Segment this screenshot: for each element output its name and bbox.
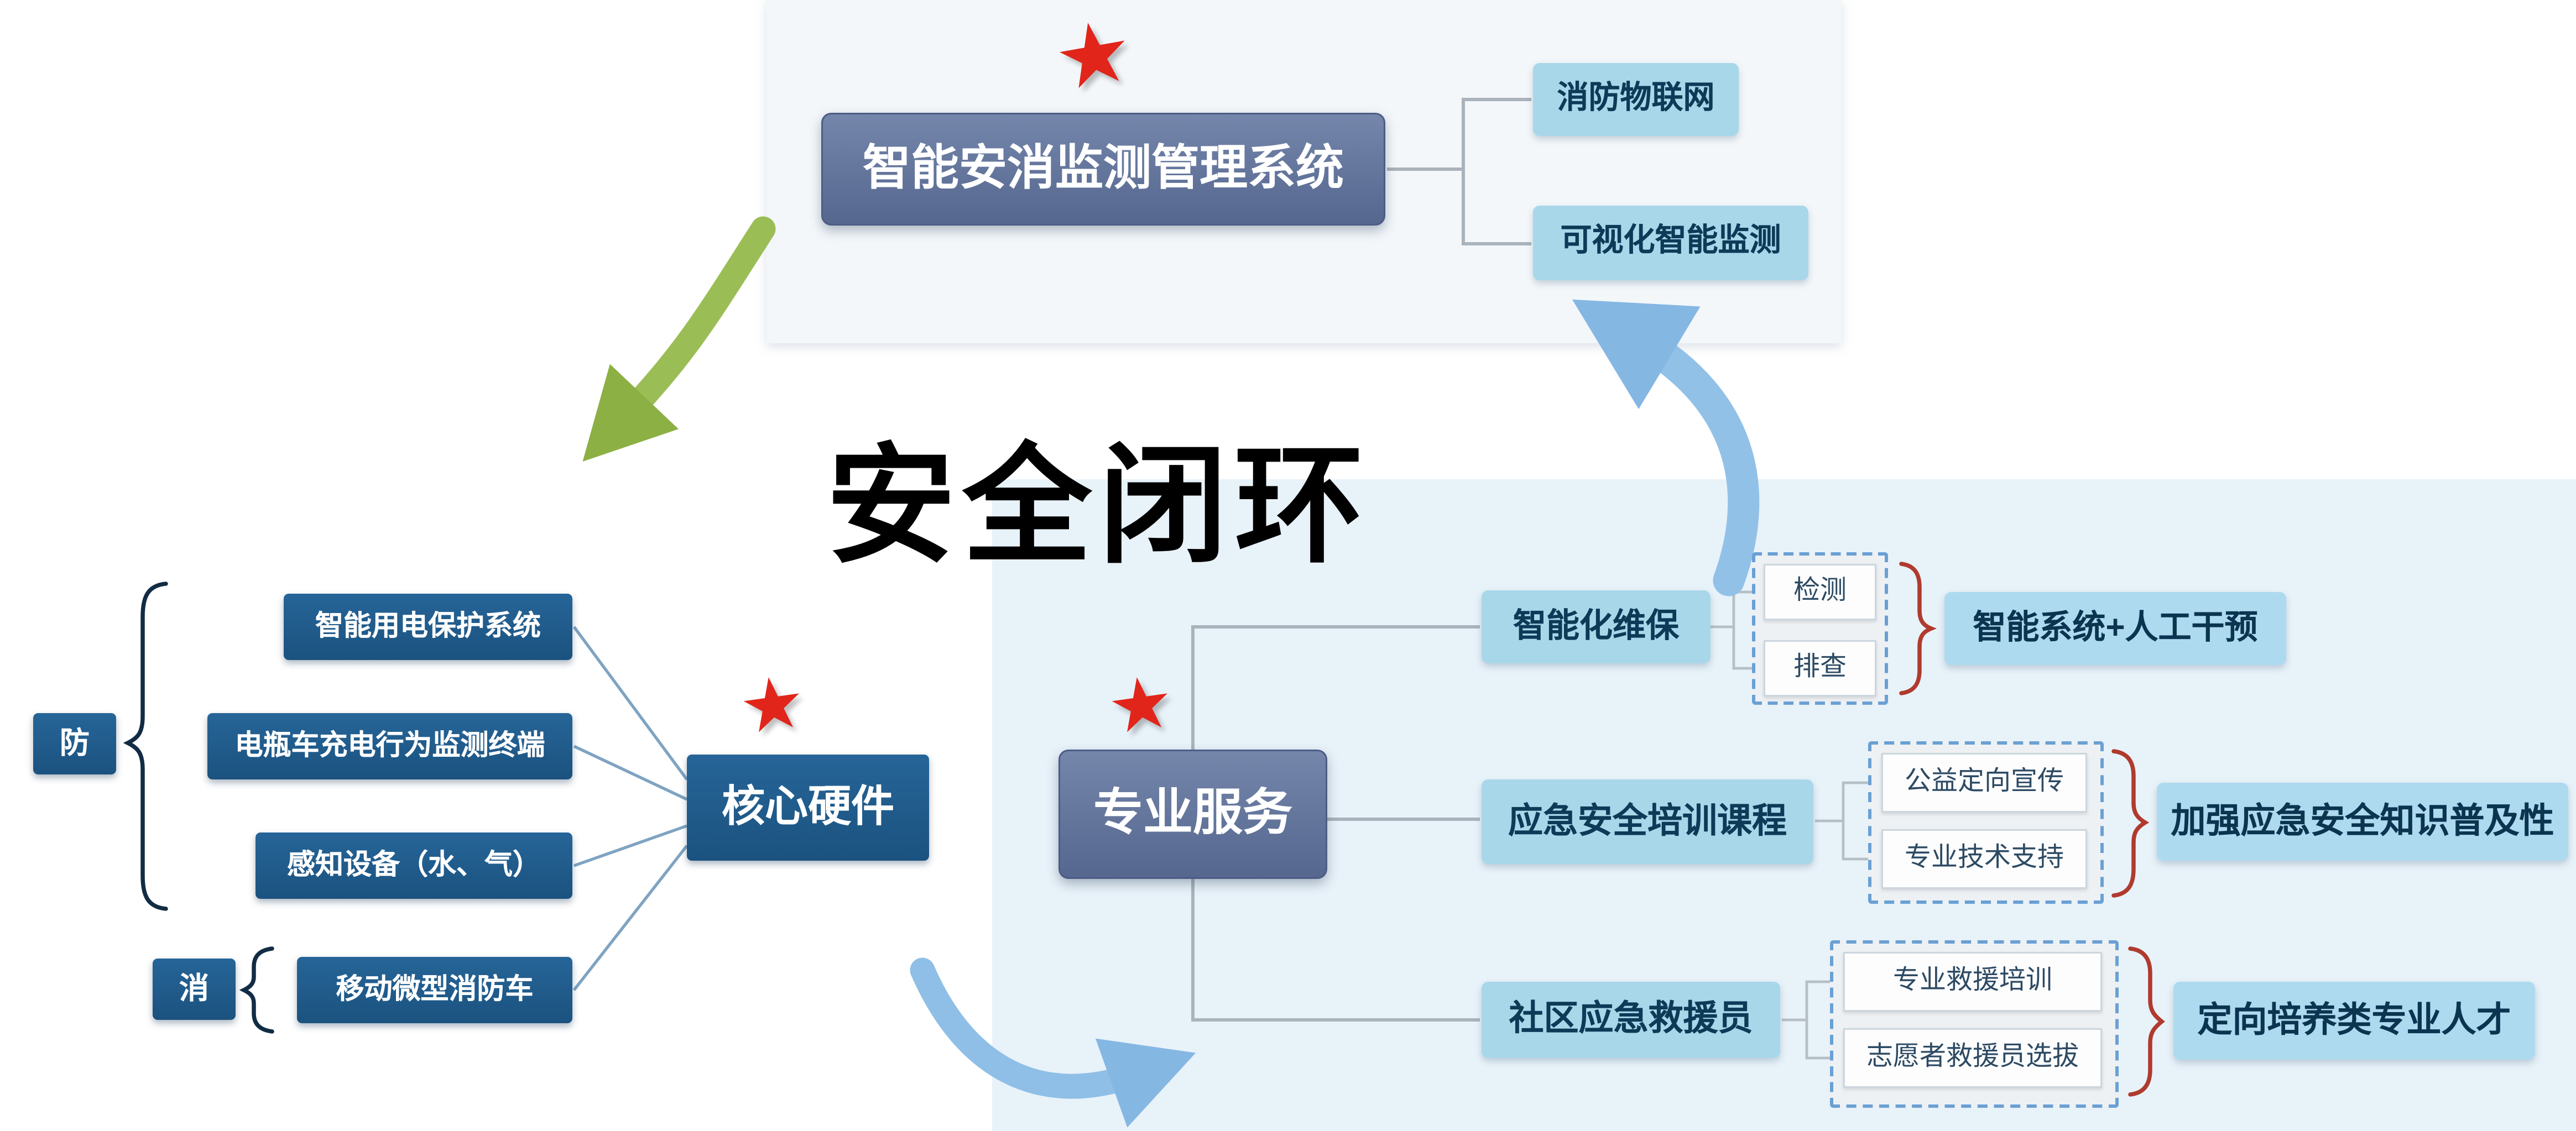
star-icon: ★ — [1103, 661, 1179, 751]
node-smart-monitoring-system: 智能安消监测管理系统 — [821, 113, 1385, 226]
page-title: 安全闭环 — [826, 433, 1371, 579]
node-smart-system-human: 智能系统+人工干预 — [1944, 592, 2286, 665]
node-strengthen-knowledge: 加强应急安全知识普及性 — [2157, 783, 2568, 861]
row3-brace-icon — [2128, 946, 2165, 1097]
node-community-rescuer: 社区应急救援员 — [1482, 982, 1780, 1058]
node-volunteer-selection: 志愿者救援员选拔 — [1843, 1028, 2102, 1088]
service-tree-lines — [1191, 625, 1480, 1022]
left-connector-lines — [572, 626, 689, 991]
star-icon: ★ — [1047, 2, 1140, 111]
row2-brace-icon — [2111, 749, 2150, 898]
node-inspection: 排查 — [1764, 640, 1876, 697]
fang-brace-icon — [123, 582, 168, 911]
node-technical-support: 专业技术支持 — [1881, 829, 2087, 889]
row1-brace-icon — [1899, 562, 1937, 695]
node-fire-iot: 消防物联网 — [1533, 63, 1739, 136]
node-professional-services: 专业服务 — [1058, 750, 1327, 879]
group-label-fire: 消 — [153, 959, 236, 1020]
green-curved-arrow-icon — [582, 216, 776, 462]
node-smart-electric-protection: 智能用电保护系统 — [284, 594, 572, 660]
blue-curved-arrow-up-icon — [1572, 299, 1760, 596]
star-icon: ★ — [734, 661, 811, 751]
node-sensing-devices: 感知设备（水、气） — [255, 832, 572, 899]
xiao-brace-icon — [239, 946, 274, 1034]
node-detection: 检测 — [1764, 564, 1876, 620]
node-targeted-talents: 定向培养类专业人才 — [2173, 982, 2535, 1060]
node-core-hardware: 核心硬件 — [687, 755, 929, 861]
node-mobile-mini-firetruck: 移动微型消防车 — [297, 957, 572, 1023]
row2-elbow-lines — [1814, 781, 1868, 861]
node-visual-monitoring: 可视化智能监测 — [1533, 206, 1808, 280]
node-rescue-training: 专业救援培训 — [1843, 952, 2102, 1012]
top-connector-lines — [1386, 98, 1531, 246]
node-public-promotion: 公益定向宣传 — [1881, 753, 2087, 813]
node-ebike-charging-monitor: 电瓶车充电行为监测终端 — [207, 713, 572, 779]
group-label-prevention: 防 — [33, 713, 116, 774]
row3-elbow-lines — [1781, 980, 1830, 1060]
blue-curved-arrow-bottom-icon — [910, 957, 1196, 1128]
row1-elbow-lines — [1710, 590, 1752, 670]
node-emergency-training-course: 应急安全培训课程 — [1482, 779, 1813, 864]
node-intelligent-maintenance: 智能化维保 — [1482, 590, 1711, 663]
